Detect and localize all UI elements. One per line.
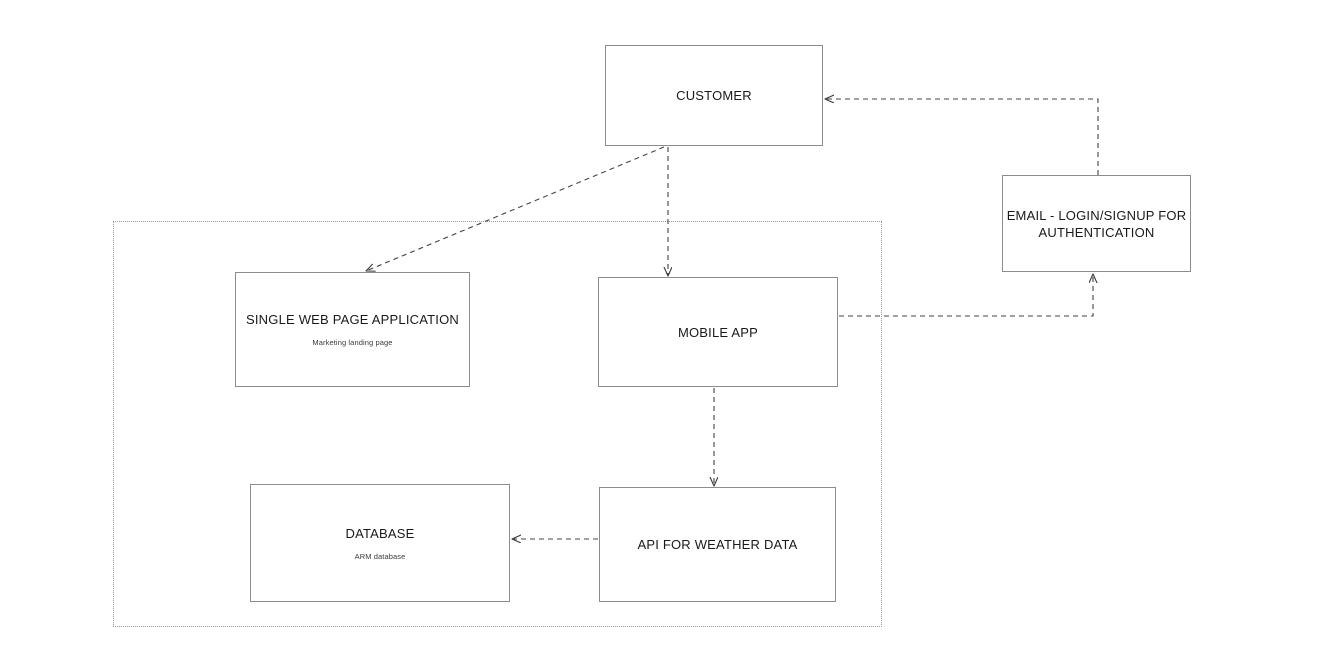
node-mobile-app[interactable]: MOBILE APP xyxy=(598,277,838,387)
node-single-web-page-application[interactable]: SINGLE WEB PAGE APPLICATION Marketing lan… xyxy=(235,272,470,387)
node-email-login-signup-authentication[interactable]: EMAIL - LOGIN/SIGNUP FOR AUTHENTICATION xyxy=(1002,175,1191,272)
node-database[interactable]: DATABASE ARM database xyxy=(250,484,510,602)
node-subtitle: Marketing landing page xyxy=(312,338,393,347)
node-api-for-weather-data[interactable]: API FOR WEATHER DATA xyxy=(599,487,836,602)
node-title: CUSTOMER xyxy=(676,88,752,103)
node-title: API FOR WEATHER DATA xyxy=(637,537,798,552)
edge-email-auth-to-customer xyxy=(825,99,1099,175)
node-title: EMAIL - LOGIN/SIGNUP FOR AUTHENTICATION xyxy=(1006,207,1187,240)
node-title: DATABASE xyxy=(345,525,415,541)
node-title: MOBILE APP xyxy=(677,324,759,340)
node-customer[interactable]: CUSTOMER xyxy=(605,45,823,146)
node-title: SINGLE WEB PAGE APPLICATION xyxy=(246,312,459,327)
node-subtitle: ARM database xyxy=(354,551,406,561)
